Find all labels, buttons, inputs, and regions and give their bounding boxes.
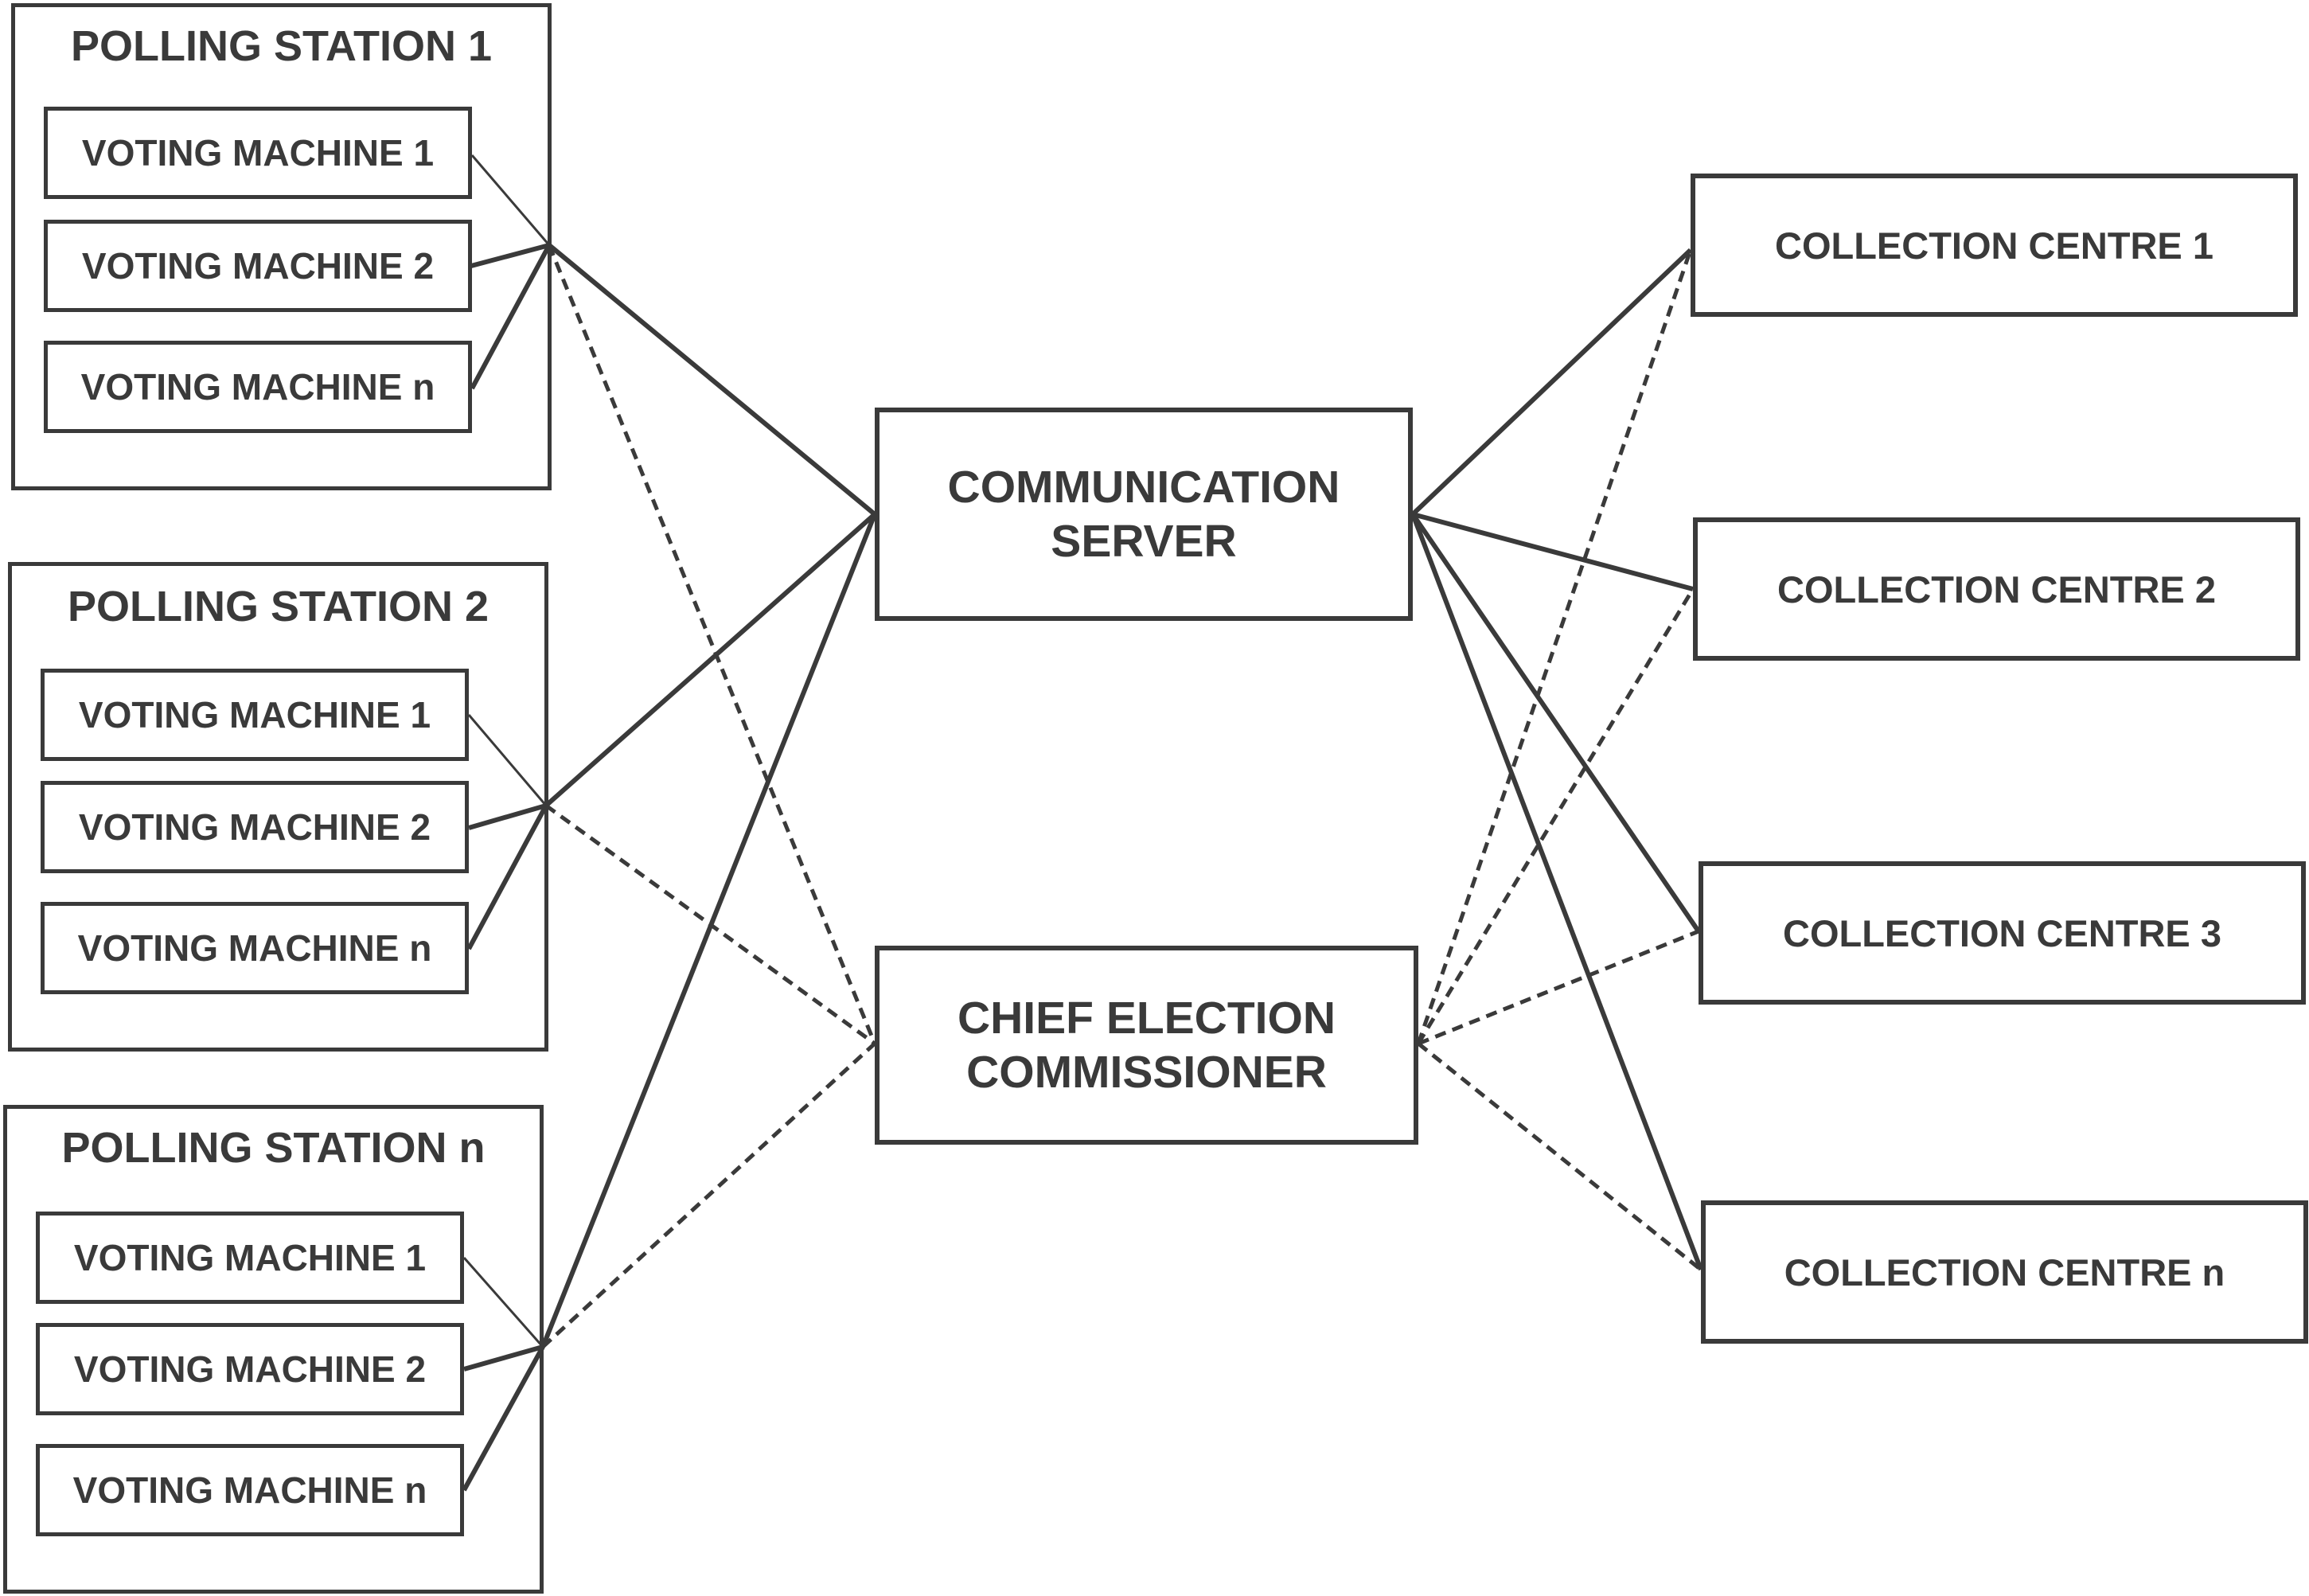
voting-machine-label: VOTING MACHINE 1 [81,132,435,174]
collection-centre-3-label: COLLECTION CENTRE 3 [1783,911,2221,954]
server-to-collection-centre-link [1410,513,1703,1271]
communication-server-line-2: SERVER [1051,516,1237,567]
collection-centre-n: COLLECTION CENTRE n [1701,1200,2308,1344]
machine-n-connector [470,244,552,390]
polling-station-n-voting-machine-2: VOTING MACHINE 2 [36,1323,464,1415]
collection-centre-3: COLLECTION CENTRE 3 [1699,861,2306,1005]
chief-election-commissioner-line-2: COMMISSIONER [966,1047,1327,1098]
server-to-collection-centre-link [1410,513,1701,933]
polling-station-1-voting-machine-1: VOTING MACHINE 1 [44,107,472,199]
polling-station-2-title: POLLING STATION 2 [67,583,489,630]
polling-station-2: POLLING STATION 2 [8,562,548,1052]
voting-machine-label: VOTING MACHINE n [77,927,432,969]
voting-machine-label: VOTING MACHINE n [72,1469,427,1511]
machine-1-connector [470,154,551,246]
collection-centre-n-label: COLLECTION CENTRE n [1784,1251,2225,1294]
machine-1-connector [467,714,548,806]
machine-2-connector [470,243,550,268]
collection-centre-2-label: COLLECTION CENTRE 2 [1777,568,2216,611]
communication-server-line-1: COMMUNICATION [947,462,1340,513]
machine-1-connector [462,1257,544,1348]
communication-server-label: COMMUNICATION SERVER [948,460,1340,568]
voting-machine-label: VOTING MACHINE n [80,366,435,408]
server-to-collection-centre-link [1412,512,1694,591]
commissioner-to-collection-centre-link [1417,1042,1702,1271]
commissioner-to-collection-centre-link [1416,249,1693,1044]
machine-2-connector [463,1344,544,1372]
commissioner-to-collection-centre-link [1418,929,1699,1046]
polling-station-2-voting-machine-1: VOTING MACHINE 1 [41,669,469,761]
collection-centre-2: COLLECTION CENTRE 2 [1693,517,2300,661]
station-to-server-link [544,512,876,808]
communication-server: COMMUNICATION SERVER [875,408,1413,621]
polling-station-n: POLLING STATION n [3,1105,544,1594]
commissioner-to-collection-centre-link [1416,587,1695,1045]
polling-station-1: POLLING STATION 1 [11,3,552,490]
station-to-server-link [540,513,877,1348]
polling-station-1-voting-machine-2: VOTING MACHINE 2 [44,220,472,312]
polling-station-n-voting-machine-n: VOTING MACHINE n [36,1444,464,1536]
collection-centre-1-label: COLLECTION CENTRE 1 [1775,224,2213,267]
polling-station-2-voting-machine-2: VOTING MACHINE 2 [41,781,469,873]
station-to-commissioner-link [547,244,877,1044]
voting-machine-label: VOTING MACHINE 2 [78,806,431,848]
machine-n-connector [462,1345,545,1492]
station-to-commissioner-link [541,1042,876,1348]
collection-centre-1: COLLECTION CENTRE 1 [1691,174,2298,317]
voting-machine-label: VOTING MACHINE 1 [73,1237,427,1278]
voting-machine-label: VOTING MACHINE 2 [81,245,435,287]
server-to-collection-centre-link [1410,248,1693,517]
polling-station-1-voting-machine-n: VOTING MACHINE n [44,341,472,433]
chief-election-commissioner: CHIEF ELECTION COMMISSIONER [875,946,1418,1145]
chief-election-commissioner-label: CHIEF ELECTION COMMISSIONER [958,991,1336,1099]
chief-election-commissioner-line-1: CHIEF ELECTION [957,993,1336,1044]
machine-n-connector [466,804,548,950]
voting-machine-label: VOTING MACHINE 1 [78,694,431,736]
polling-station-1-title: POLLING STATION 1 [70,22,492,70]
voting-machine-label: VOTING MACHINE 2 [73,1348,427,1390]
polling-station-2-voting-machine-n: VOTING MACHINE n [41,902,469,994]
polling-station-n-voting-machine-1: VOTING MACHINE 1 [36,1212,464,1304]
station-to-server-link [548,243,876,517]
machine-2-connector [468,803,547,830]
polling-station-n-title: POLLING STATION n [61,1124,486,1172]
